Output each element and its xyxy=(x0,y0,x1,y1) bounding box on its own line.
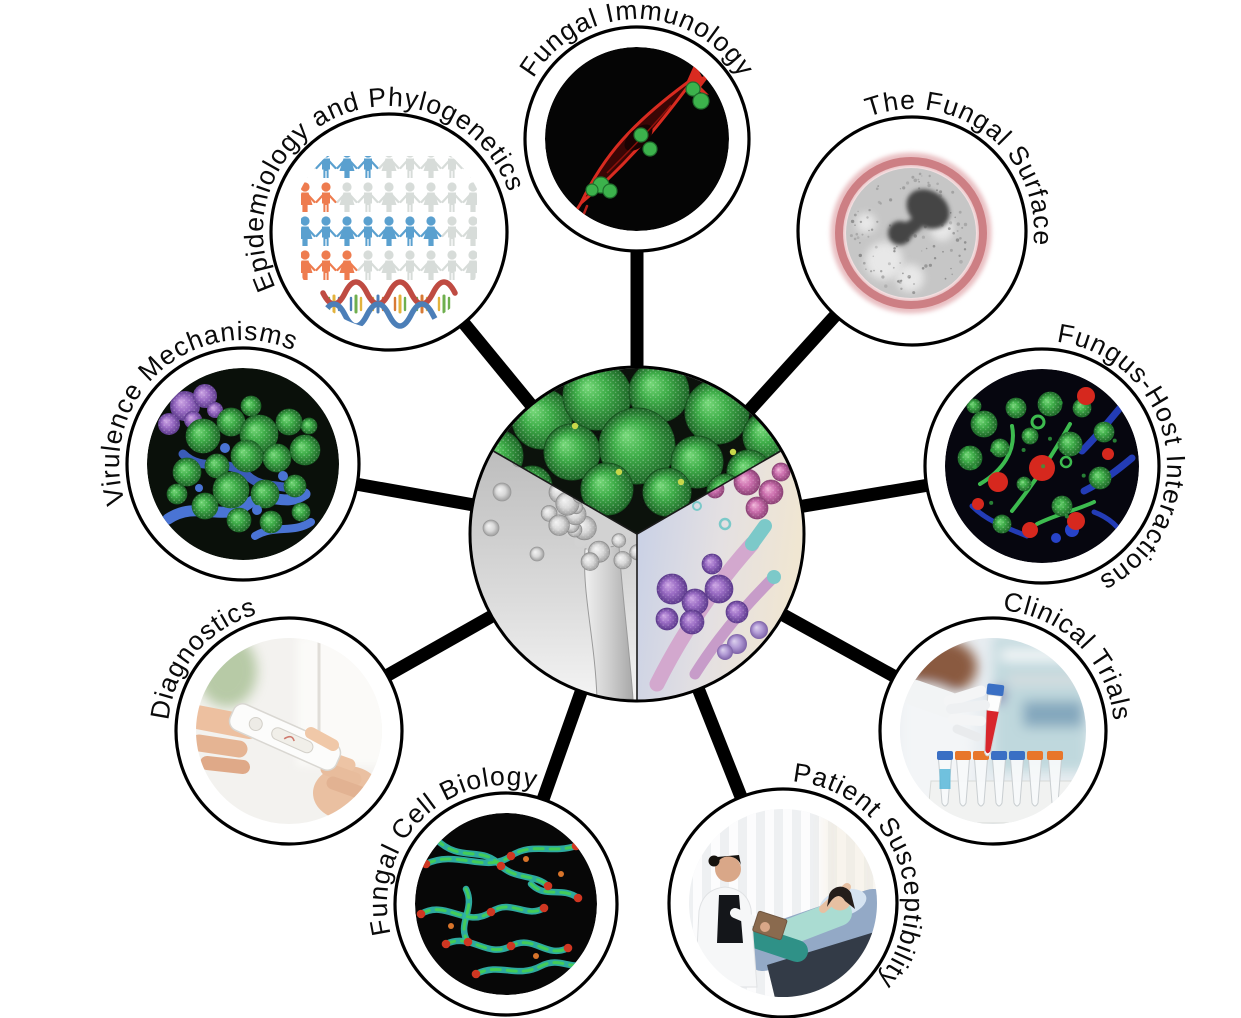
topic-circle-fungus-host-interactions xyxy=(923,347,1161,585)
fluorescent-hyphae-micrograph xyxy=(415,813,597,995)
sem-conidiophore-micrograph xyxy=(471,450,637,700)
central-composite-image xyxy=(468,365,806,703)
laboratory-test-tubes-photo xyxy=(900,638,1086,824)
population-figures-dna-graphic xyxy=(291,134,487,330)
electron-micrograph-yeast-cell-wall xyxy=(818,137,1006,325)
topic-circles xyxy=(125,25,1161,1018)
yeast-hyphae-illustration xyxy=(637,450,803,700)
immunofluorescence-spindle-cell-micrograph xyxy=(545,47,729,231)
topic-circle-fungal-cell-biology xyxy=(393,791,619,1017)
topic-circle-virulence-mechanisms xyxy=(125,346,361,582)
topic-circle-diagnostics xyxy=(174,616,404,846)
topic-circle-fungal-immunology xyxy=(523,25,751,253)
doctor-consulting-patient-photo xyxy=(689,809,877,997)
confocal-micrograph-fungus-host xyxy=(945,369,1139,563)
topic-circle-clinical-trials xyxy=(878,616,1108,846)
topic-circle-epidemiology-and-phylogenetics xyxy=(269,112,509,352)
topic-circle-the-fungal-surface xyxy=(796,115,1028,347)
topic-circle-patient-susceptibility xyxy=(667,787,899,1018)
central-circle-rim xyxy=(468,365,806,703)
sem-biofilm-micrograph xyxy=(147,368,339,560)
